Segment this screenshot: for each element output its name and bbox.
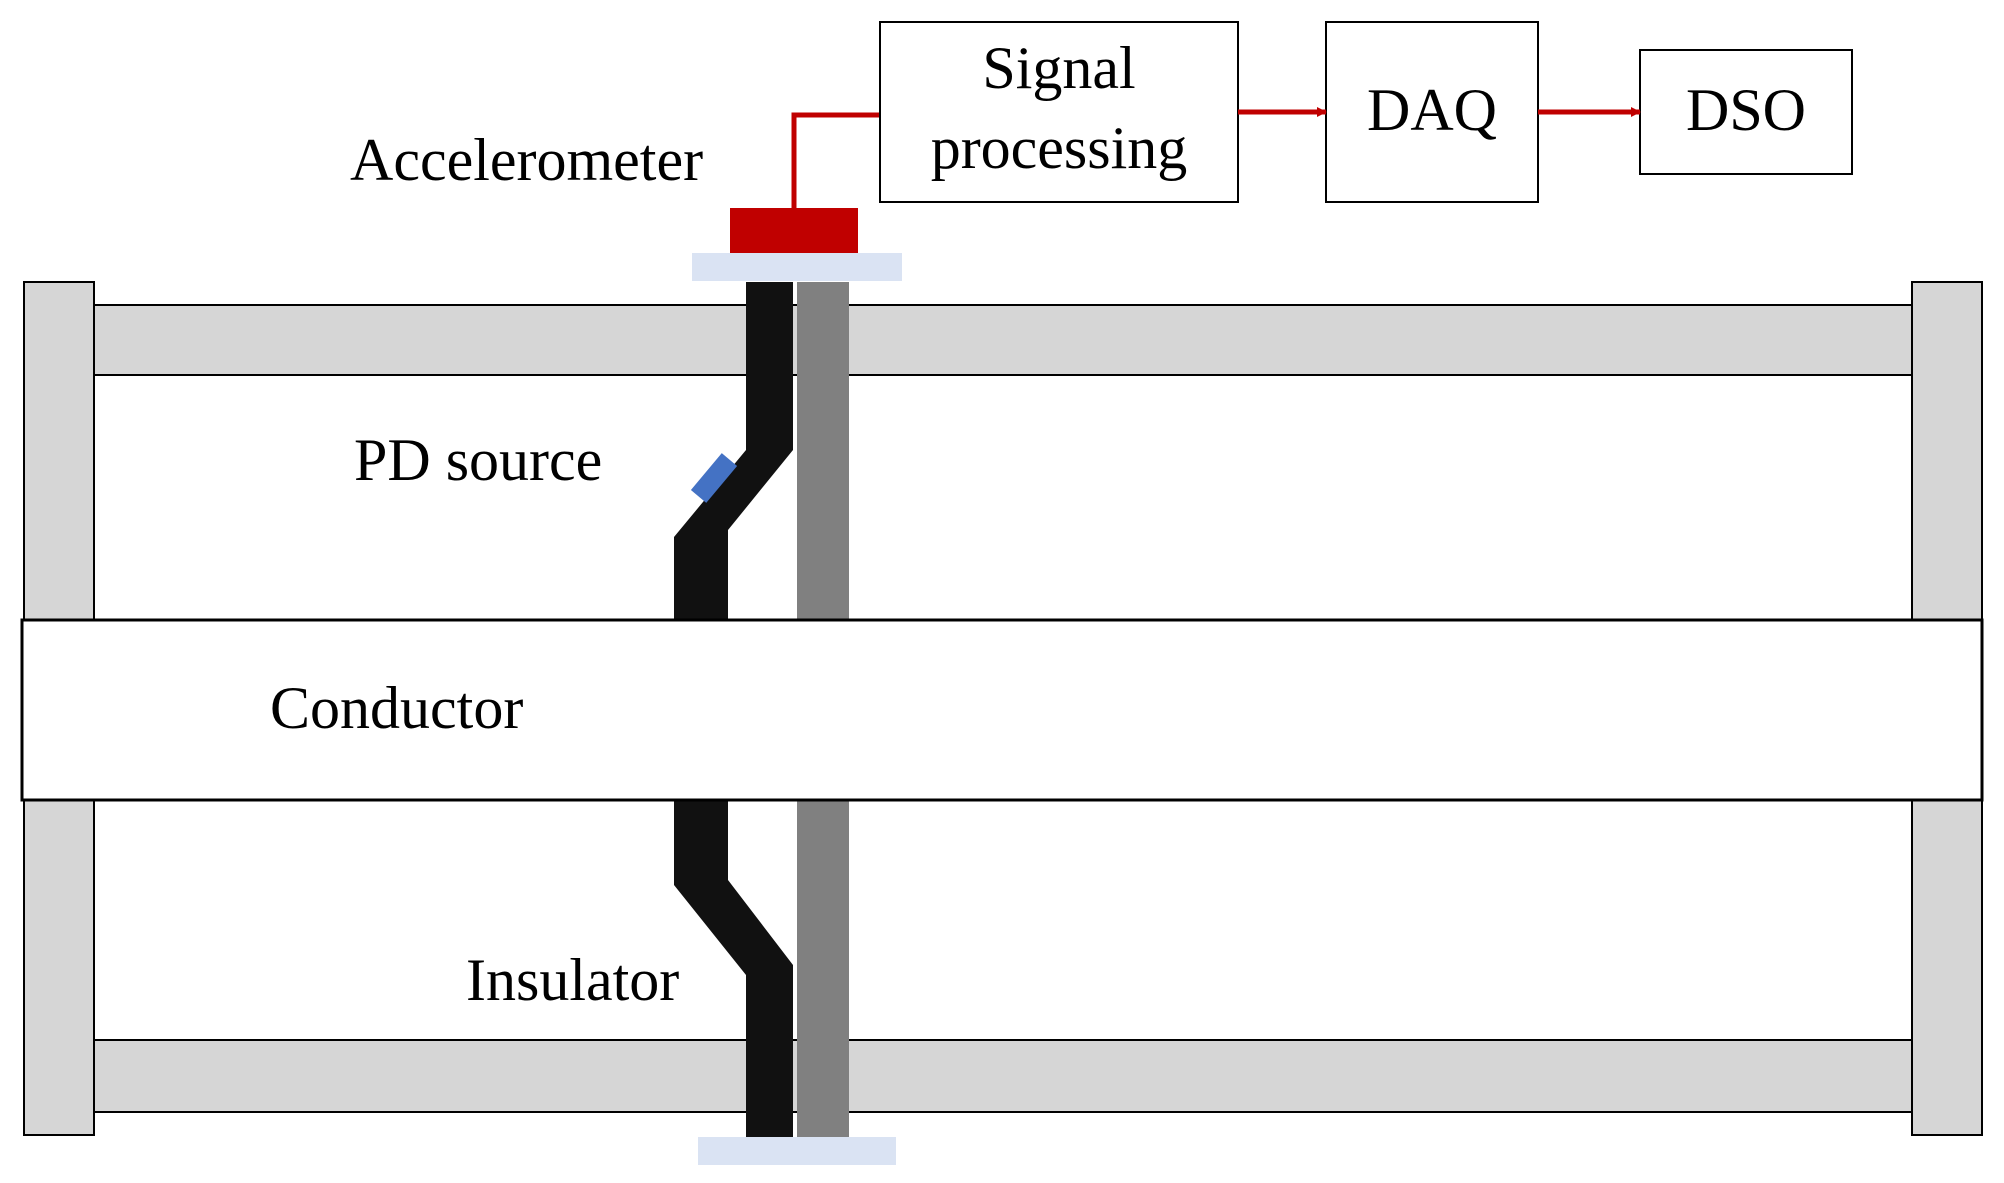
support-rod-lower [797,800,849,1137]
top-mount-plate [692,253,902,281]
signal-processing-label-line1: Signal [982,35,1135,101]
pd-source-marker [690,453,738,503]
insulator-lower [674,800,793,1137]
accelerometer-label: Accelerometer [350,127,703,193]
conductor [20,618,1984,802]
accelerometer-signal-wire [791,112,880,208]
bottom-wall [93,1039,1913,1113]
accelerometer-sensor [730,208,858,253]
insulator-label: Insulator [466,947,679,1013]
signal-processing-box [879,21,1239,203]
signal-processing-label-line2: processing [931,115,1188,181]
pd-source-label: PD source [354,427,602,493]
support-rod-upper [797,282,849,620]
conductor-label: Conductor [270,675,523,741]
top-wall [93,304,1913,376]
dso-box [1639,49,1853,175]
dso-label: DSO [1686,77,1806,143]
daq-label: DAQ [1367,77,1497,143]
insulator-upper [674,282,793,620]
bottom-mount-plate [698,1137,896,1165]
